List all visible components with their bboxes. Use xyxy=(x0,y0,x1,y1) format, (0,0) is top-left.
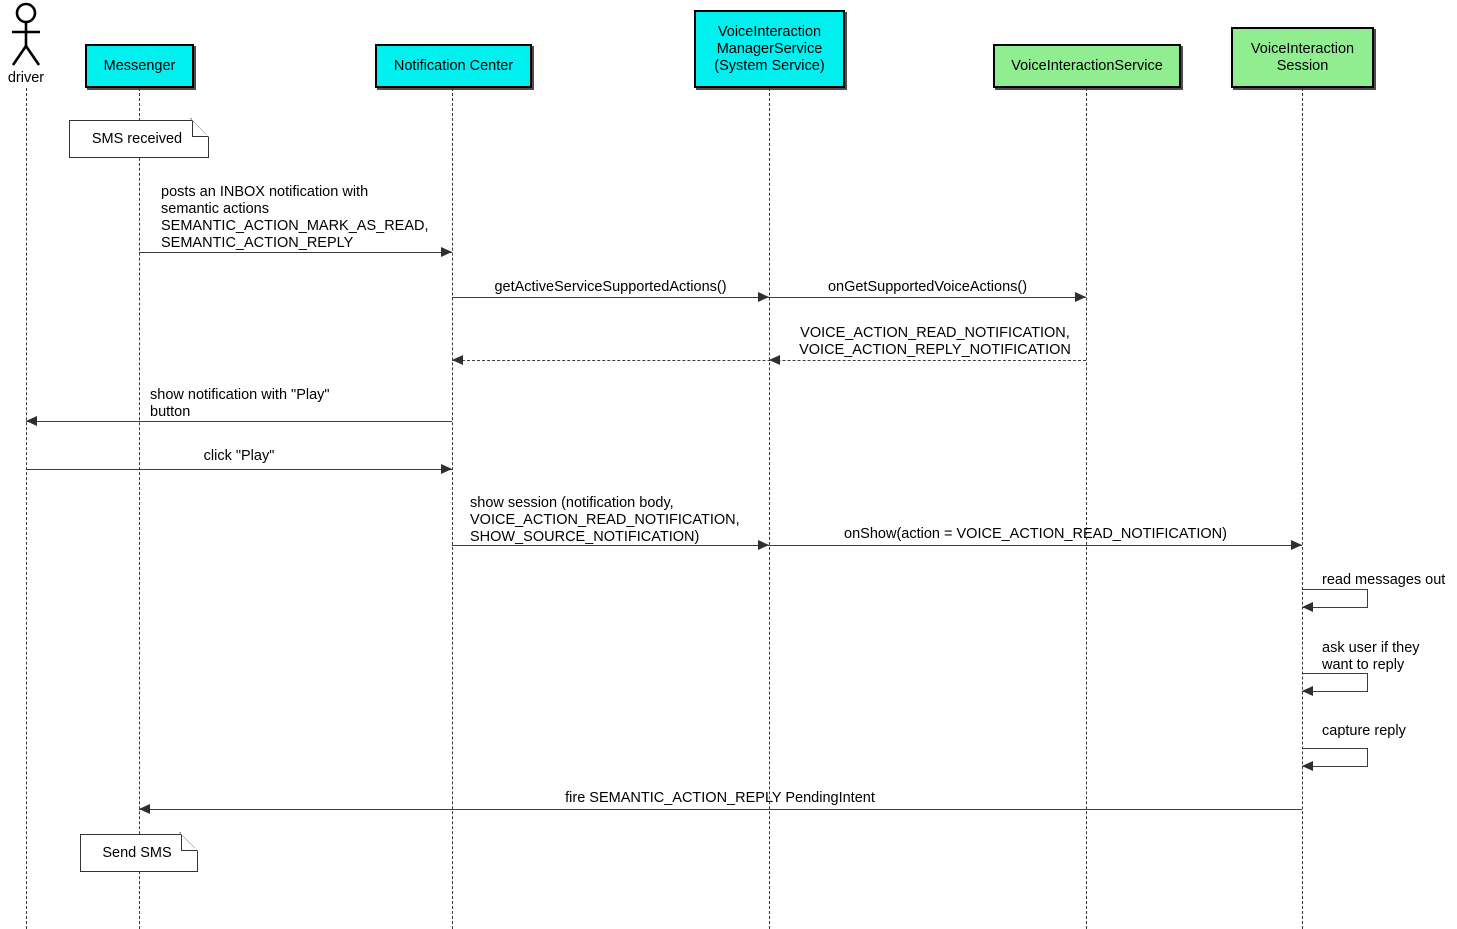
message-line-show-session xyxy=(452,545,769,546)
note-sms-received: SMS received xyxy=(69,119,210,158)
lifeline-notification-center xyxy=(452,88,453,929)
selfcall-label-read-messages-out: read messages out xyxy=(1322,572,1446,588)
selfcall-box-capture-reply xyxy=(1302,748,1368,767)
message-line-post-inbox-notification xyxy=(139,252,452,253)
message-arrowhead-fire-semantic-action-reply xyxy=(139,804,150,814)
message-label-show-session: show session (notification body, VOICE_A… xyxy=(470,495,740,545)
selfcall-arrowhead-capture-reply xyxy=(1302,761,1313,771)
message-label-show-notification-play-button: show notification with "Play" button xyxy=(150,387,330,420)
note-sms-received-text: SMS received xyxy=(91,131,183,147)
selfcall-label-capture-reply: capture reply xyxy=(1322,723,1406,739)
lifeline-voice-interaction-manager-service xyxy=(769,88,770,929)
message-arrowhead-post-inbox-notification xyxy=(441,247,452,257)
stick-figure-icon xyxy=(11,2,41,66)
message-label-on-show: onShow(action = VOICE_ACTION_READ_NOTIFI… xyxy=(844,526,1227,542)
selfcall-arrowhead-read-messages-out xyxy=(1302,602,1313,612)
selfcall-arrowhead-ask-user-reply xyxy=(1302,686,1313,696)
message-line-on-show xyxy=(769,545,1302,546)
selfcall-box-ask-user-reply xyxy=(1302,673,1368,692)
selfcall-box-read-messages-out xyxy=(1302,589,1368,608)
actor-driver xyxy=(2,2,50,70)
message-arrowhead-on-get-supported-voice-actions xyxy=(1075,292,1086,302)
lifeline-messenger xyxy=(139,88,140,929)
message-arrowhead-return-voice-actions-manager-service xyxy=(769,355,780,365)
note-send-sms: Send SMS xyxy=(80,833,199,872)
message-arrowhead-show-notification-play-button xyxy=(26,416,37,426)
message-arrowhead-click-play xyxy=(441,464,452,474)
participant-voice-interaction-session[interactable]: VoiceInteraction Session xyxy=(1231,27,1374,88)
actor-driver-label: driver xyxy=(7,70,45,86)
message-label-fire-semantic-action-reply: fire SEMANTIC_ACTION_REPLY PendingIntent xyxy=(565,790,875,806)
participant-voice-interaction-manager-service[interactable]: VoiceInteraction ManagerService (System … xyxy=(694,10,845,88)
lifeline-voice-interaction-service xyxy=(1086,88,1087,929)
message-arrowhead-on-show xyxy=(1291,540,1302,550)
message-line-fire-semantic-action-reply xyxy=(139,809,1302,810)
message-arrowhead-get-active-service-supported-actions xyxy=(758,292,769,302)
message-line-show-notification-play-button xyxy=(26,421,452,422)
message-arrowhead-return-voice-actions-notification-center xyxy=(452,355,463,365)
message-arrowhead-show-session xyxy=(758,540,769,550)
note-send-sms-text: Send SMS xyxy=(102,845,172,861)
message-line-get-active-service-supported-actions xyxy=(452,297,769,298)
message-line-on-get-supported-voice-actions xyxy=(769,297,1086,298)
message-line-click-play xyxy=(26,469,452,470)
lifeline-voice-interaction-session xyxy=(1302,88,1303,929)
message-label-get-active-service-supported-actions: getActiveServiceSupportedActions() xyxy=(494,279,727,295)
participant-voice-interaction-service[interactable]: VoiceInteractionService xyxy=(993,44,1181,88)
message-label-post-inbox-notification: posts an INBOX notification with semanti… xyxy=(161,184,429,251)
participant-notification-center[interactable]: Notification Center xyxy=(375,44,532,88)
participant-messenger[interactable]: Messenger xyxy=(85,44,194,88)
message-label-return-voice-actions: VOICE_ACTION_READ_NOTIFICATION, VOICE_AC… xyxy=(799,325,1071,358)
message-label-on-get-supported-voice-actions: onGetSupportedVoiceActions() xyxy=(827,279,1028,295)
selfcall-label-ask-user-reply: ask user if they want to reply xyxy=(1322,640,1420,673)
lifeline-driver xyxy=(26,88,27,929)
message-label-click-play: click "Play" xyxy=(203,448,275,464)
